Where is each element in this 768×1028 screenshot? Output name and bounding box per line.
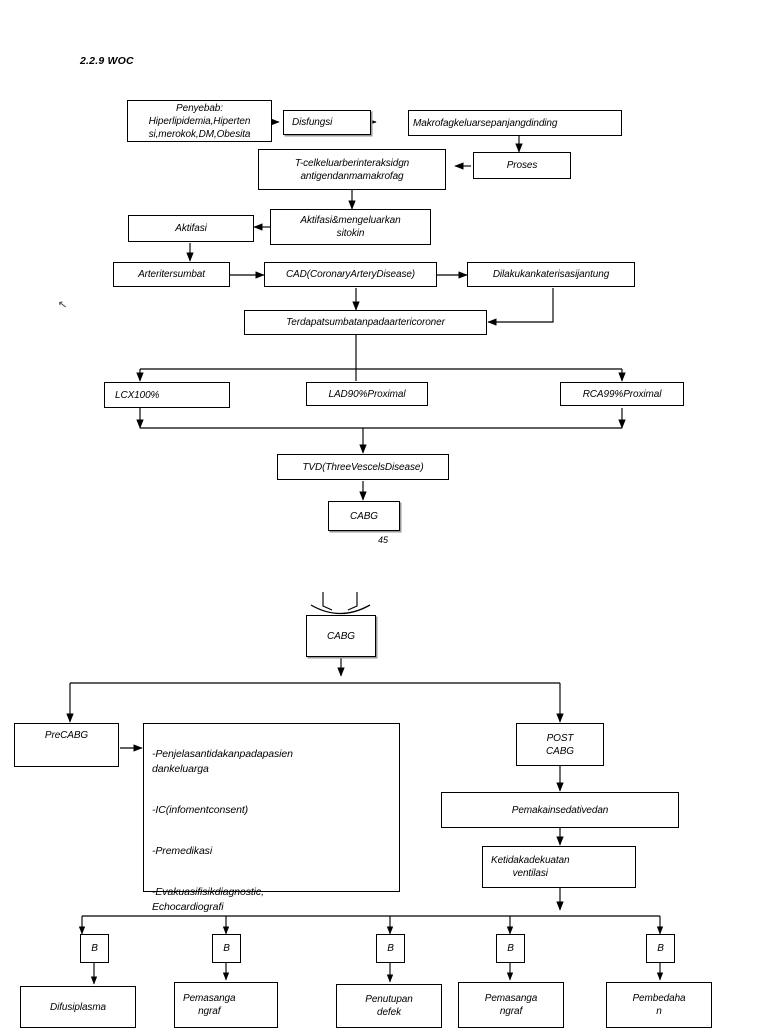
node-cad: CAD(CoronaryArteryDisease) bbox=[264, 262, 437, 287]
node-disfungsi: Disfungsi bbox=[283, 110, 371, 135]
checklist-item: -Penjelasantidakanpadapasien dankeluarga bbox=[152, 748, 293, 775]
node-penyebab: Penyebab: Hiperlipidemia,Hiperten si,mer… bbox=[127, 100, 272, 142]
node-sedative: Pemakainsedativedan bbox=[441, 792, 679, 828]
branch-marker-b: B bbox=[496, 934, 525, 963]
node-ventilasi: Ketidakadekuatan ventilasi bbox=[482, 846, 636, 888]
node-postcabg: POST CABG bbox=[516, 723, 604, 766]
node-aktifasi: Aktifasi bbox=[128, 215, 254, 242]
node-cabg-top: CABG bbox=[328, 501, 400, 531]
page-number: 45 bbox=[378, 535, 389, 545]
node-kateterisasi: Dilakukankaterisasijantung bbox=[467, 262, 635, 287]
precabg-checklist-panel: -Penjelasantidakanpadapasien dankeluarga… bbox=[143, 723, 400, 913]
node-intervention: Pembedaha n bbox=[606, 982, 712, 1028]
branch-marker-b: B bbox=[646, 934, 675, 963]
node-lad: LAD90%Proximal bbox=[306, 382, 428, 406]
checklist-item: -IC(infomentconsent) bbox=[152, 804, 249, 816]
checklist-item: -Premedikasi bbox=[152, 845, 213, 857]
branch-marker-b: B bbox=[80, 934, 109, 963]
node-intervention: Difusiplasma bbox=[20, 986, 136, 1028]
node-proses: Proses bbox=[473, 152, 571, 179]
node-arteritersumbat: Arteritersumbat bbox=[113, 262, 230, 287]
node-precabg: PreCABG bbox=[14, 723, 119, 767]
node-intervention: Pemasanga ngraf bbox=[174, 982, 278, 1028]
node-intervention: Pemasanga ngraf bbox=[458, 982, 564, 1028]
node-tvd: TVD(ThreeVescelsDisease) bbox=[277, 454, 449, 480]
node-sumbatan: Terdapatsumbatanpadaartericoroner bbox=[244, 310, 487, 335]
node-makrofag: Makrofagkeluarsepanjangdinding bbox=[408, 110, 622, 136]
branch-marker-b: B bbox=[376, 934, 405, 963]
cursor-artifact: ↖ bbox=[57, 298, 69, 312]
node-cabg: CABG bbox=[306, 615, 376, 657]
node-aktifasi-sitokin: Aktifasi&mengeluarkan sitokin bbox=[270, 209, 431, 245]
branch-marker-b: B bbox=[212, 934, 241, 963]
node-tcell: T-celkeluarberinteraksidgn antigendanmam… bbox=[258, 149, 446, 190]
node-lcx: LCX100% bbox=[104, 382, 230, 408]
section-heading: 2.2.9 WOC bbox=[80, 55, 134, 67]
checklist-item: -Evakuasifisikdiagnostic, Echocardiograf… bbox=[152, 886, 264, 913]
node-intervention: Penutupan defek bbox=[336, 984, 442, 1028]
node-rca: RCA99%Proximal bbox=[560, 382, 684, 406]
